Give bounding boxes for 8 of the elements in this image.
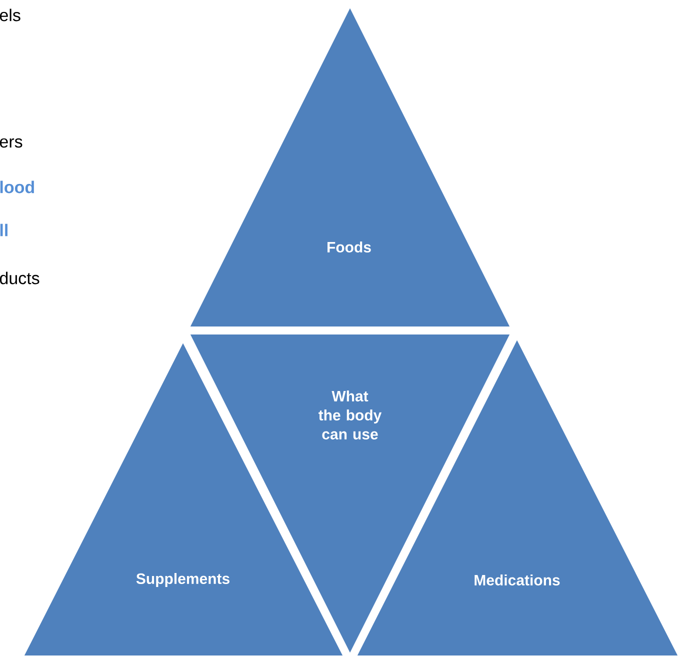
node-label: Medications xyxy=(474,574,560,586)
text-fragment: lood xyxy=(0,180,34,194)
node-label: Supplements xyxy=(136,572,230,587)
text-fragment: ll xyxy=(0,224,8,236)
text-fragment: ducts xyxy=(0,272,40,284)
text-fragment: els xyxy=(0,8,20,22)
text-fragment: ers xyxy=(0,138,22,148)
node-label: What the body can use xyxy=(318,390,382,440)
